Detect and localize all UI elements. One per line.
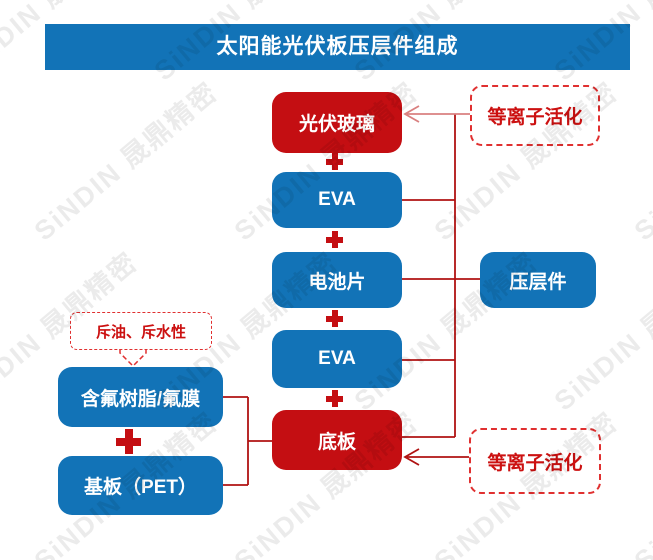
arrowhead-plasma-bottom	[403, 448, 420, 466]
layer-label-cell: 电池片	[308, 271, 366, 293]
layer-label-glass: 光伏玻璃	[298, 114, 375, 135]
layer-box-eva2: EVA	[272, 330, 402, 388]
plus-icon	[326, 153, 343, 170]
callout-plasma-bottom: 等离子活化	[469, 428, 601, 494]
layer-label-eva1: EVA	[318, 189, 356, 210]
layer-box-glass: 光伏玻璃	[272, 92, 402, 153]
callout-repellency-label: 斥油、斥水性	[95, 323, 186, 341]
callout-plasma-top: 等离子活化	[470, 85, 600, 146]
plus-icon	[326, 231, 343, 248]
layer-box-cell: 电池片	[272, 252, 402, 308]
layer-box-backsheet: 底板	[272, 410, 402, 470]
node-laminate-label: 压层件	[509, 271, 567, 293]
plus-icon	[116, 429, 141, 454]
node-fluoro-layer: 含氟树脂/氟膜	[58, 367, 223, 427]
callout-repellency-note: 斥油、斥水性	[70, 312, 212, 350]
plus-icon	[326, 310, 343, 327]
layer-box-eva1: EVA	[272, 172, 402, 228]
layer-label-backsheet: 底板	[317, 431, 356, 453]
dashed-arrow-note	[119, 349, 147, 368]
node-substrate-layer: 基板（PET）	[58, 456, 223, 515]
node-laminate: 压层件	[480, 252, 596, 308]
node-fluoro-label: 含氟树脂/氟膜	[80, 388, 201, 410]
callout-plasma-top-label: 等离子活化	[487, 107, 583, 128]
arrowhead-plasma-top	[403, 105, 420, 123]
callout-plasma-bottom-label: 等离子活化	[487, 452, 583, 474]
plus-icon	[326, 390, 343, 407]
node-substrate-label: 基板（PET）	[84, 477, 197, 498]
layer-label-eva2: EVA	[318, 348, 356, 369]
diagram-title: 太阳能光伏板压层件组成	[45, 24, 630, 70]
